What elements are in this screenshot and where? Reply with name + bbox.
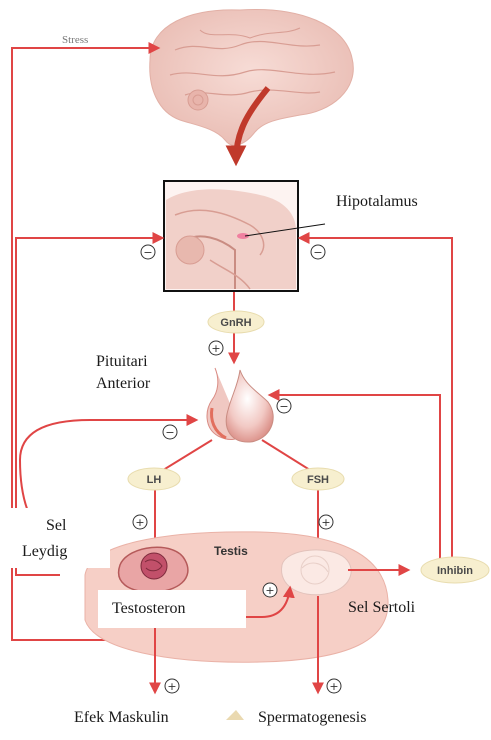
inhibin-label: Inhibin [437,565,473,577]
lh-label: LH [147,474,162,486]
pituitary-label-line1: Pituitari [96,353,148,370]
brain-illustration [150,9,354,145]
svg-text:+: + [135,516,144,529]
spermatogenesis-label: Spermatogenesis [258,709,366,726]
plus-sign-gnrh: + [209,341,223,355]
hypothalamus-box [164,181,325,291]
svg-text:+: + [211,342,220,355]
sertoli-cell [282,550,352,595]
minus-sign-pituitary-right: − [277,399,291,413]
svg-text:+: + [329,680,338,693]
svg-text:−: − [313,246,322,259]
gnrh-label: GnRH [220,317,251,329]
minus-sign-pituitary-left: − [163,425,177,439]
separator-shape [226,710,244,720]
minus-sign-hypothalamus-left: − [141,245,155,259]
plus-sign-lh: + [133,515,147,529]
minus-sign-hypothalamus-right: − [311,245,325,259]
plus-sign-testosterone-sertoli: + [263,583,277,597]
fsh-pill: FSH [292,468,344,490]
testis-label: Testis [214,544,248,558]
hypothalamus-label: Hipotalamus [336,193,418,210]
svg-text:+: + [321,516,330,529]
inhibin-to-hypothalamus-feedback-arrow [300,238,452,560]
svg-text:+: + [265,584,274,597]
leydig-label: Leydig [22,543,67,560]
lh-pill: LH [128,468,180,490]
gnrh-pill: GnRH [208,311,264,333]
plus-sign-masculine: + [165,679,179,693]
plus-sign-spermatogenesis: + [327,679,341,693]
sel-label: Sel [46,517,67,534]
testosterone-label: Testosteron [112,600,186,617]
svg-text:−: − [279,400,288,413]
masculine-effect-label: Efek Maskulin [74,709,169,726]
plus-sign-fsh: + [319,515,333,529]
sertoli-label: Sel Sertoli [348,599,416,616]
pituitary-label-line2: Anterior [96,375,151,392]
svg-text:−: − [143,246,152,259]
svg-text:+: + [167,680,176,693]
svg-text:−: − [165,426,174,439]
stress-label: Stress [62,34,88,46]
inhibin-pill: Inhibin [421,557,489,583]
pituitary-gland [207,368,273,442]
fsh-label: FSH [307,474,329,486]
leydig-cell [119,547,188,592]
